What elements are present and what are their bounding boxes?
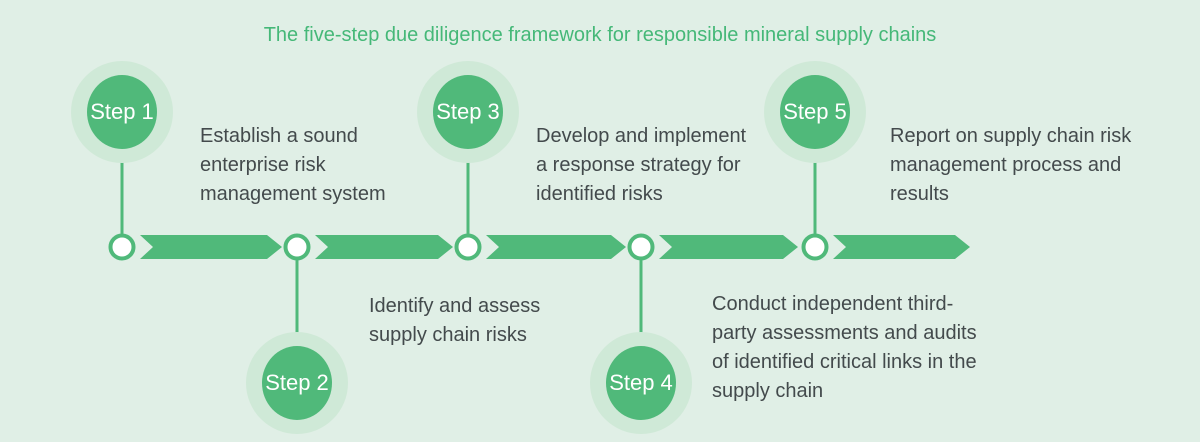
step-description: Conduct independent third-party assessme… xyxy=(712,290,977,406)
step-badge: Step 1 xyxy=(87,75,157,149)
step-description-line: supply chain risks xyxy=(369,324,527,346)
timeline-node xyxy=(454,233,482,261)
step-description-line: Conduct independent third- xyxy=(712,293,954,315)
timeline-arrow xyxy=(315,235,453,259)
step-description-line: Establish a sound xyxy=(200,125,358,147)
step-connector-line xyxy=(813,147,817,234)
step-description-line: Develop and implement xyxy=(536,125,747,147)
timeline-arrow xyxy=(486,235,626,259)
step-description: Develop and implement a response strategy… xyxy=(536,122,746,209)
step-description-line: results xyxy=(890,183,949,205)
step-badge: Step 5 xyxy=(780,75,850,149)
timeline-arrow xyxy=(659,235,798,259)
timeline-node xyxy=(283,233,311,261)
step-connector-line xyxy=(295,260,299,348)
timeline-node xyxy=(801,233,829,261)
step-badge: Step 4 xyxy=(606,346,676,420)
step-description: Report on supply chain risk management pr… xyxy=(890,122,1131,209)
diagram-title: The five-step due diligence framework fo… xyxy=(263,24,937,46)
timeline-node xyxy=(627,233,655,261)
step-description-line: Identify and assess xyxy=(369,295,541,317)
step-description: Establish a sound enterprise risk manageme… xyxy=(200,122,386,209)
step-badge: Step 3 xyxy=(433,75,503,149)
step-connector-line xyxy=(466,147,470,234)
timeline-arrow xyxy=(833,235,970,259)
step-description-line: identified risks xyxy=(536,183,663,205)
step-description-line: enterprise risk xyxy=(200,154,326,176)
step-description-line: management process and xyxy=(890,154,1122,176)
step-description-line: party assessments and audits xyxy=(712,322,977,344)
step-description-line: a response strategy for xyxy=(536,154,741,176)
step-description: Identify and assess supply chain risks xyxy=(369,292,540,350)
step-description-line: management system xyxy=(200,183,386,205)
step-connector-line xyxy=(120,147,124,234)
step-description-line: Report on supply chain risk xyxy=(890,125,1132,147)
step-description-line: supply chain xyxy=(712,380,824,402)
timeline-node xyxy=(108,233,136,261)
timeline-arrow xyxy=(140,235,282,259)
step-connector-line xyxy=(639,260,643,348)
step-badge: Step 2 xyxy=(262,346,332,420)
step-description-line: of identified critical links in the xyxy=(712,351,977,373)
